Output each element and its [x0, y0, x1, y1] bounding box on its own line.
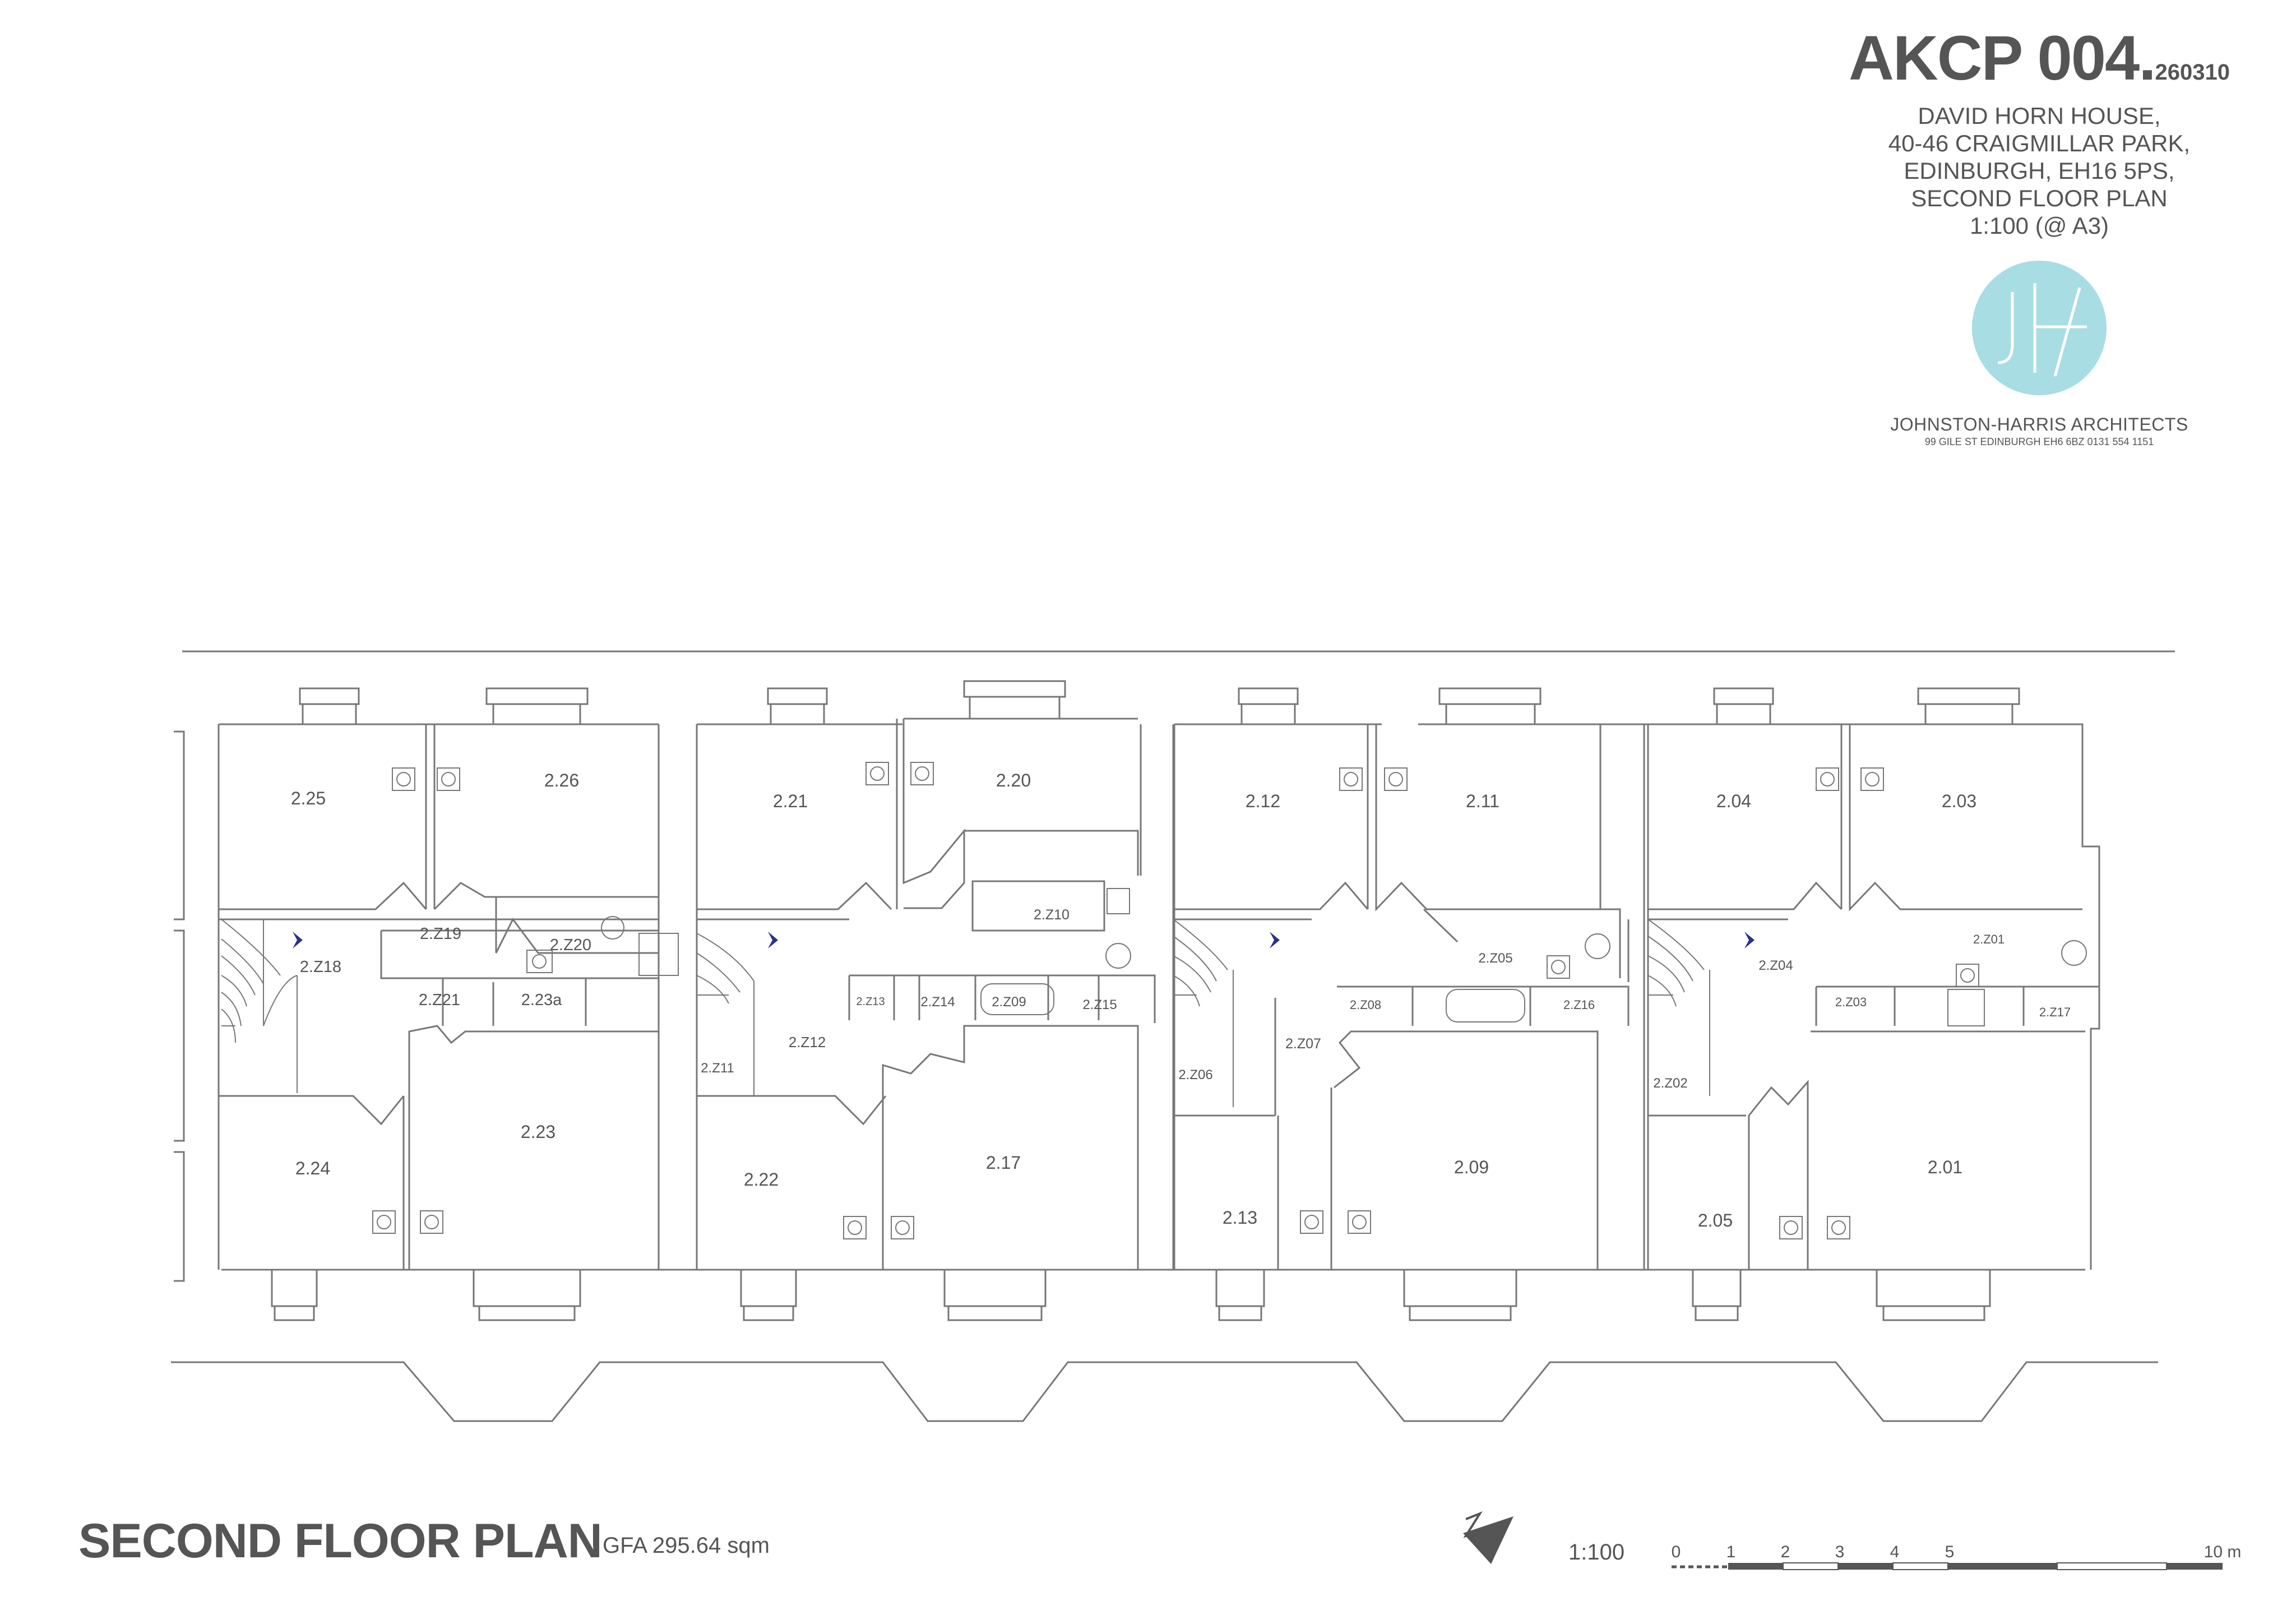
partition — [697, 1025, 1139, 1270]
outer-wall — [1847, 723, 2100, 1270]
room-label: 2.22 — [744, 1169, 779, 1190]
zone-label: 2.Z20 — [550, 936, 591, 954]
firm-name: JOHNSTON-HARRIS ARCHITECTS — [1890, 414, 2188, 434]
partition — [1648, 1030, 2085, 1270]
partition — [1173, 918, 1630, 1026]
room-label: 2.24 — [295, 1158, 330, 1178]
zone-label: 2.Z04 — [1758, 958, 1793, 973]
room-label: 2.21 — [773, 791, 808, 811]
scale-tick-label: 3 — [1835, 1543, 1845, 1561]
zone-label: 2.Z14 — [920, 994, 955, 1010]
title-block: AKCP 004.260310 DAVID HORN HOUSE, 40-46 … — [1843, 27, 2235, 448]
zone-label: 2.Z07 — [1285, 1036, 1321, 1052]
stair-arrow-icon — [1744, 932, 1755, 949]
scale-tick-label: 5 — [1945, 1543, 1955, 1561]
room-label: 2.25 — [291, 788, 326, 808]
address-block: DAVID HORN HOUSE, 40-46 CRAIGMILLAR PARK… — [1843, 102, 2235, 239]
sanitary-fittings — [372, 762, 2087, 1239]
room-label: 2.04 — [1716, 791, 1751, 811]
north-arrow — [1463, 1511, 1513, 1564]
address-line: 1:100 (@ A3) — [1969, 212, 2109, 239]
partition — [1173, 998, 1599, 1270]
room-label: 2.17 — [986, 1153, 1021, 1173]
address-line: SECOND FLOOR PLAN — [1911, 185, 2168, 211]
window-row-top — [299, 680, 2020, 724]
address-line: DAVID HORN HOUSE, — [1918, 103, 2161, 129]
zone-label: 2.Z10 — [1034, 907, 1070, 923]
zone-label: 2.Z16 — [1563, 998, 1595, 1012]
zone-label: 2.Z11 — [701, 1061, 734, 1076]
window-row-bottom — [271, 1270, 1991, 1321]
front-boundary — [171, 1361, 2158, 1422]
staircase — [221, 919, 1710, 1107]
gable-wall — [174, 730, 185, 1282]
drawing-number: AKCP 004.260310 — [1849, 23, 2230, 93]
address-line: EDINBURGH, EH16 5PS, — [1904, 158, 2175, 184]
stair-arrows — [293, 932, 1755, 949]
stair-arrow-icon — [1270, 932, 1280, 949]
room-label: 2.01 — [1928, 1157, 1962, 1177]
scale-tick-label: 10 m — [2204, 1543, 2242, 1561]
scale-tick-label: 2 — [1781, 1543, 1790, 1561]
zone-label: 2.Z17 — [2039, 1005, 2071, 1019]
drawing-date: 260310 — [2155, 60, 2230, 85]
zone-label: 2.Z12 — [789, 1034, 826, 1051]
room-label: 2.11 — [1466, 791, 1499, 811]
outer-wall — [219, 718, 1847, 725]
zone-label: 2.Z18 — [300, 958, 341, 976]
partition — [1174, 724, 1621, 978]
scale-bar: 0 1 2 3 4 5 10 m — [1672, 1543, 2242, 1570]
plan-title: SECOND FLOOR PLAN — [78, 1514, 603, 1568]
firm-address: 99 GILE ST EDINBURGH EH6 6BZ 0131 554 11… — [1924, 436, 2154, 447]
zone-label: 2.Z01 — [1973, 932, 2005, 946]
room-label: 2.13 — [1223, 1207, 1257, 1228]
room-label: 2.09 — [1454, 1157, 1489, 1177]
zone-label: 2.Z06 — [1178, 1067, 1212, 1082]
partition — [697, 918, 1156, 1023]
room-label: 2.05 — [1698, 1210, 1733, 1230]
stair-arrow-icon — [768, 932, 778, 949]
zone-label: 2.Z08 — [1350, 998, 1381, 1012]
zone-label: 2.23a — [521, 991, 562, 1009]
partition — [219, 1025, 659, 1270]
scale-tick-label: 0 — [1672, 1543, 1681, 1561]
firm-logo — [1972, 261, 2107, 395]
partition — [219, 724, 660, 954]
zone-label: 2.Z09 — [992, 994, 1026, 1010]
zone-label: 2.Z02 — [1653, 1076, 1687, 1091]
logo-monogram-icon — [1997, 283, 2087, 377]
scale-tick-label: 1 — [1726, 1543, 1736, 1561]
zone-label: 2.Z05 — [1478, 951, 1512, 966]
room-label: 2.26 — [544, 770, 579, 790]
zone-label: 2.Z21 — [419, 991, 460, 1009]
zone-label: 2.Z03 — [1835, 995, 1867, 1009]
north-arrow-icon — [1463, 1516, 1513, 1564]
room-label: 2.12 — [1246, 791, 1280, 811]
room-label: 2.03 — [1942, 791, 1976, 811]
partition — [219, 918, 660, 1026]
partition — [697, 719, 1142, 932]
party-wall — [217, 724, 1649, 1270]
zone-label: 2.Z15 — [1082, 997, 1117, 1012]
gross-floor-area: GFA 295.64 sqm — [603, 1533, 770, 1558]
scale-label: 1:100 — [1568, 1540, 1625, 1565]
stair-arrow-icon — [293, 932, 303, 949]
room-label: 2.20 — [996, 770, 1031, 790]
scale-tick-label: 4 — [1890, 1543, 1900, 1561]
partition — [1648, 724, 2082, 912]
zone-label: 2.Z13 — [856, 996, 885, 1008]
room-label: 2.23 — [521, 1122, 556, 1142]
address-line: 40-46 CRAIGMILLAR PARK, — [1888, 130, 2191, 156]
zone-label: 2.Z19 — [420, 925, 461, 943]
partition — [1648, 918, 2099, 1026]
north-symbol-icon — [1463, 1511, 1483, 1538]
